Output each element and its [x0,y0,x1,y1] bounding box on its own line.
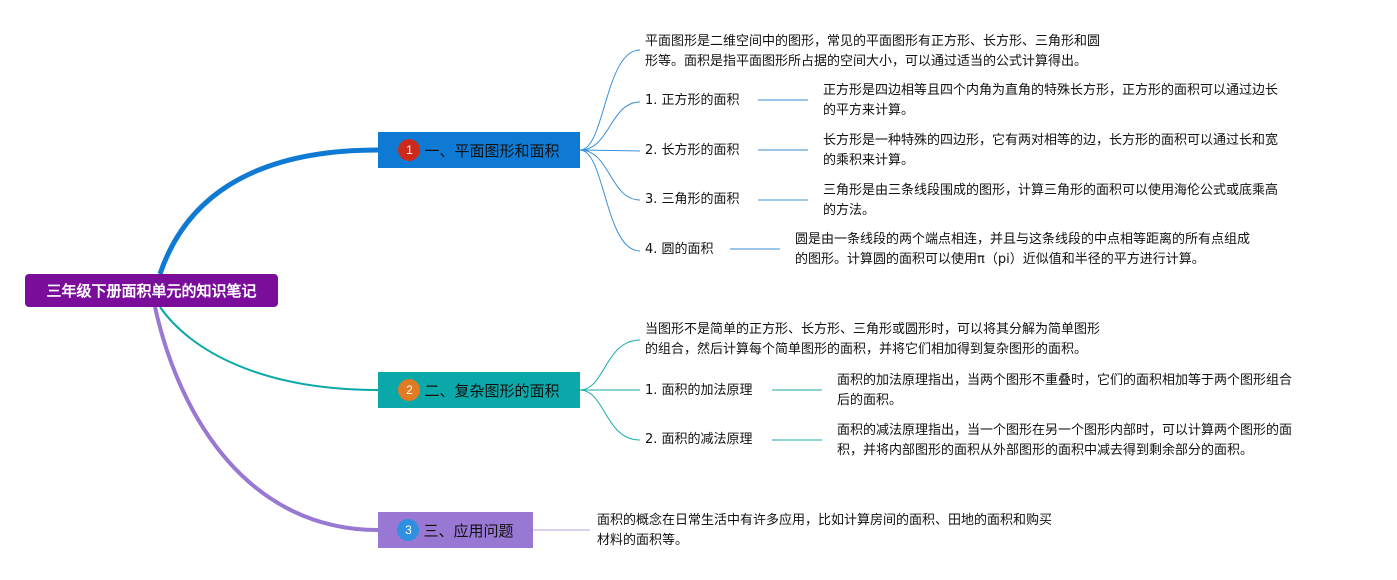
square-detail-line2: 的平方来计算。 [823,103,915,118]
number-1-icon: 1 [398,139,421,161]
branch-1-intro[interactable]: 平面图形是二维空间中的图形，常见的平面图形有正方形、长方形、三角形和圆 形等。面… [645,32,1100,72]
branch-2-intro-line1: 当图形不是简单的正方形、长方形、三角形或圆形时，可以将其分解为简单图形 [645,322,1101,337]
square-detail-line1: 正方形是四边相等且四个内角为直角的特殊长方形，正方形的面积可以通过边长 [823,83,1279,98]
subtraction-detail-line2: 积，并将内部图形的面积从外部图形的面积中减去得到剩余部分的面积。 [837,443,1254,458]
topic-area-addition[interactable]: 1. 面积的加法原理 [645,383,753,398]
branch-3-node[interactable]: 3 三、应用问题 [378,512,533,548]
triangle-detail-line2: 的方法。 [823,203,876,218]
root-to-branch1-line [157,147,379,275]
branch-2-intro[interactable]: 当图形不是简单的正方形、长方形、三角形或圆形时，可以将其分解为简单图形 的组合，… [645,320,1100,360]
rectangle-area-detail[interactable]: 长方形是一种特殊的四边形，它有两对相等的边，长方形的面积可以通过长和宽 的乘积来… [823,131,1278,171]
circle-detail-line1: 圆是由一条线段的两个端点相连，并且与这条线段的中点相等距离的所有点组成 [795,232,1251,247]
branch-1-node[interactable]: 1 一、平面图形和面积 [378,132,580,168]
triangle-detail-line1: 三角形是由三条线段围成的图形，计算三角形的面积可以使用海伦公式或底乘高 [823,183,1279,198]
subtraction-detail-line1: 面积的减法原理指出，当一个图形在另一个图形内部时，可以计算两个图形的面 [837,423,1293,438]
circle-detail-line2: 的图形。计算圆的面积可以使用π（pi）近似值和半径的平方进行计算。 [795,252,1205,267]
rectangle-detail-line1: 长方形是一种特殊的四边形，它有两对相等的边，长方形的面积可以通过长和宽 [823,133,1279,148]
branch2-fan [579,339,641,441]
number-3-icon: 3 [397,519,420,541]
area-subtraction-detail[interactable]: 面积的减法原理指出，当一个图形在另一个图形内部时，可以计算两个图形的面 积，并将… [837,421,1292,461]
branch1-fan [579,49,641,252]
branch-2-intro-line2: 的组合，然后计算每个简单图形的面积，并将它们相加得到复杂图形的面积。 [645,342,1088,357]
number-2-icon: 2 [398,379,421,401]
branch-3-label: 三、应用问题 [423,521,514,540]
topic-circle-area[interactable]: 4. 圆的面积 [645,242,714,257]
branch2-leaf-lines [772,389,822,441]
root-topic[interactable]: 三年级下册面积单元的知识笔记 [25,274,278,307]
branch-2-label: 二、复杂图形的面积 [424,381,560,400]
topic-square-area[interactable]: 1. 正方形的面积 [645,93,740,108]
addition-detail-line2: 后的面积。 [837,393,903,408]
topic-area-subtraction[interactable]: 2. 面积的减法原理 [645,432,753,447]
addition-detail-line1: 面积的加法原理指出，当两个图形不重叠时，它们的面积相加等于两个图形组合 [837,373,1293,388]
branch1-leaf-lines [730,99,808,250]
rectangle-detail-line2: 的乘积来计算。 [823,153,915,168]
branch-1-intro-line1: 平面图形是二维空间中的图形，常见的平面图形有正方形、长方形、三角形和圆 [645,34,1101,49]
branch-3-intro-line1: 面积的概念在日常生活中有许多应用，比如计算房间的面积、田地的面积和购买 [597,513,1053,528]
branch-3-intro-line2: 材料的面积等。 [597,533,689,548]
area-addition-detail[interactable]: 面积的加法原理指出，当两个图形不重叠时，它们的面积相加等于两个图形组合 后的面积… [837,371,1292,411]
root-topic-label: 三年级下册面积单元的知识笔记 [46,282,257,300]
circle-area-detail[interactable]: 圆是由一条线段的两个端点相连，并且与这条线段的中点相等距离的所有点组成 的图形。… [795,230,1250,270]
root-to-branch2-line [159,306,379,391]
root-to-branch3-line [153,306,379,532]
branch-2-node[interactable]: 2 二、复杂图形的面积 [378,372,580,408]
branch-3-intro[interactable]: 面积的概念在日常生活中有许多应用，比如计算房间的面积、田地的面积和购买 材料的面… [597,511,1052,551]
branch-1-label: 一、平面图形和面积 [424,141,560,160]
branch-1-intro-line2: 形等。面积是指平面图形所占据的空间大小，可以通过适当的公式计算得出。 [645,54,1088,69]
topic-rectangle-area[interactable]: 2. 长方形的面积 [645,143,740,158]
topic-triangle-area[interactable]: 3. 三角形的面积 [645,192,740,207]
triangle-area-detail[interactable]: 三角形是由三条线段围成的图形，计算三角形的面积可以使用海伦公式或底乘高 的方法。 [823,181,1278,221]
square-area-detail[interactable]: 正方形是四边相等且四个内角为直角的特殊长方形，正方形的面积可以通过边长 的平方来… [823,81,1278,121]
